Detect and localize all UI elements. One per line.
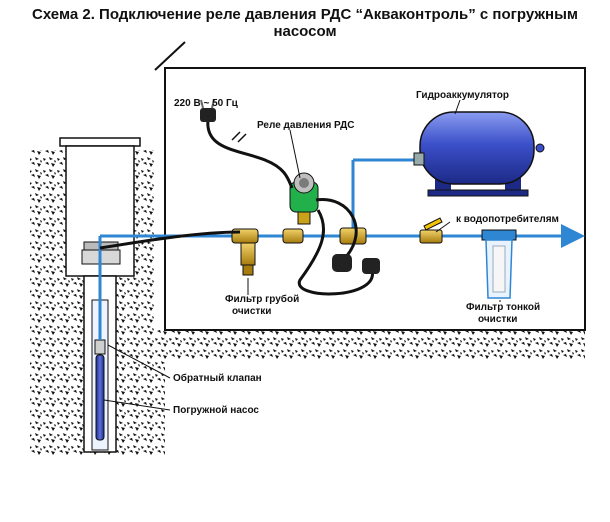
power-cables — [99, 119, 374, 296]
fine-filter — [481, 229, 517, 299]
submersible-pump — [94, 339, 106, 441]
diagram-title: Схема 2. Подключение реле давления РДС “… — [32, 6, 578, 40]
coarse-filter — [240, 242, 256, 276]
ball-valve — [419, 217, 443, 244]
power-plug-icon — [200, 99, 216, 122]
fine-filter-label-2: очистки — [478, 314, 517, 325]
cable-break-mark — [231, 131, 247, 143]
fine-filter-label-1: Фильтр тонкой — [466, 302, 540, 313]
house-room — [154, 41, 586, 331]
leader-lines — [103, 99, 501, 411]
brass-fittings — [231, 227, 367, 245]
relay-label: Реле давления РДС — [257, 120, 354, 131]
accumulator-tank — [413, 111, 545, 197]
coarse-filter-label-2: очистки — [232, 306, 271, 317]
pump-label: Погружной насос — [173, 405, 259, 416]
pressure-relay — [289, 172, 319, 225]
coarse-filter-label-1: Фильтр грубой — [225, 293, 299, 305]
consumers-label: к водопотребителям — [456, 213, 559, 225]
power-label: 220 В ~ 50 Гц — [174, 98, 239, 109]
accumulator-label: Гидроаккумулятор — [416, 90, 509, 101]
socket-plug-icon — [332, 254, 380, 274]
check-valve-label: Обратный клапан — [173, 372, 262, 384]
